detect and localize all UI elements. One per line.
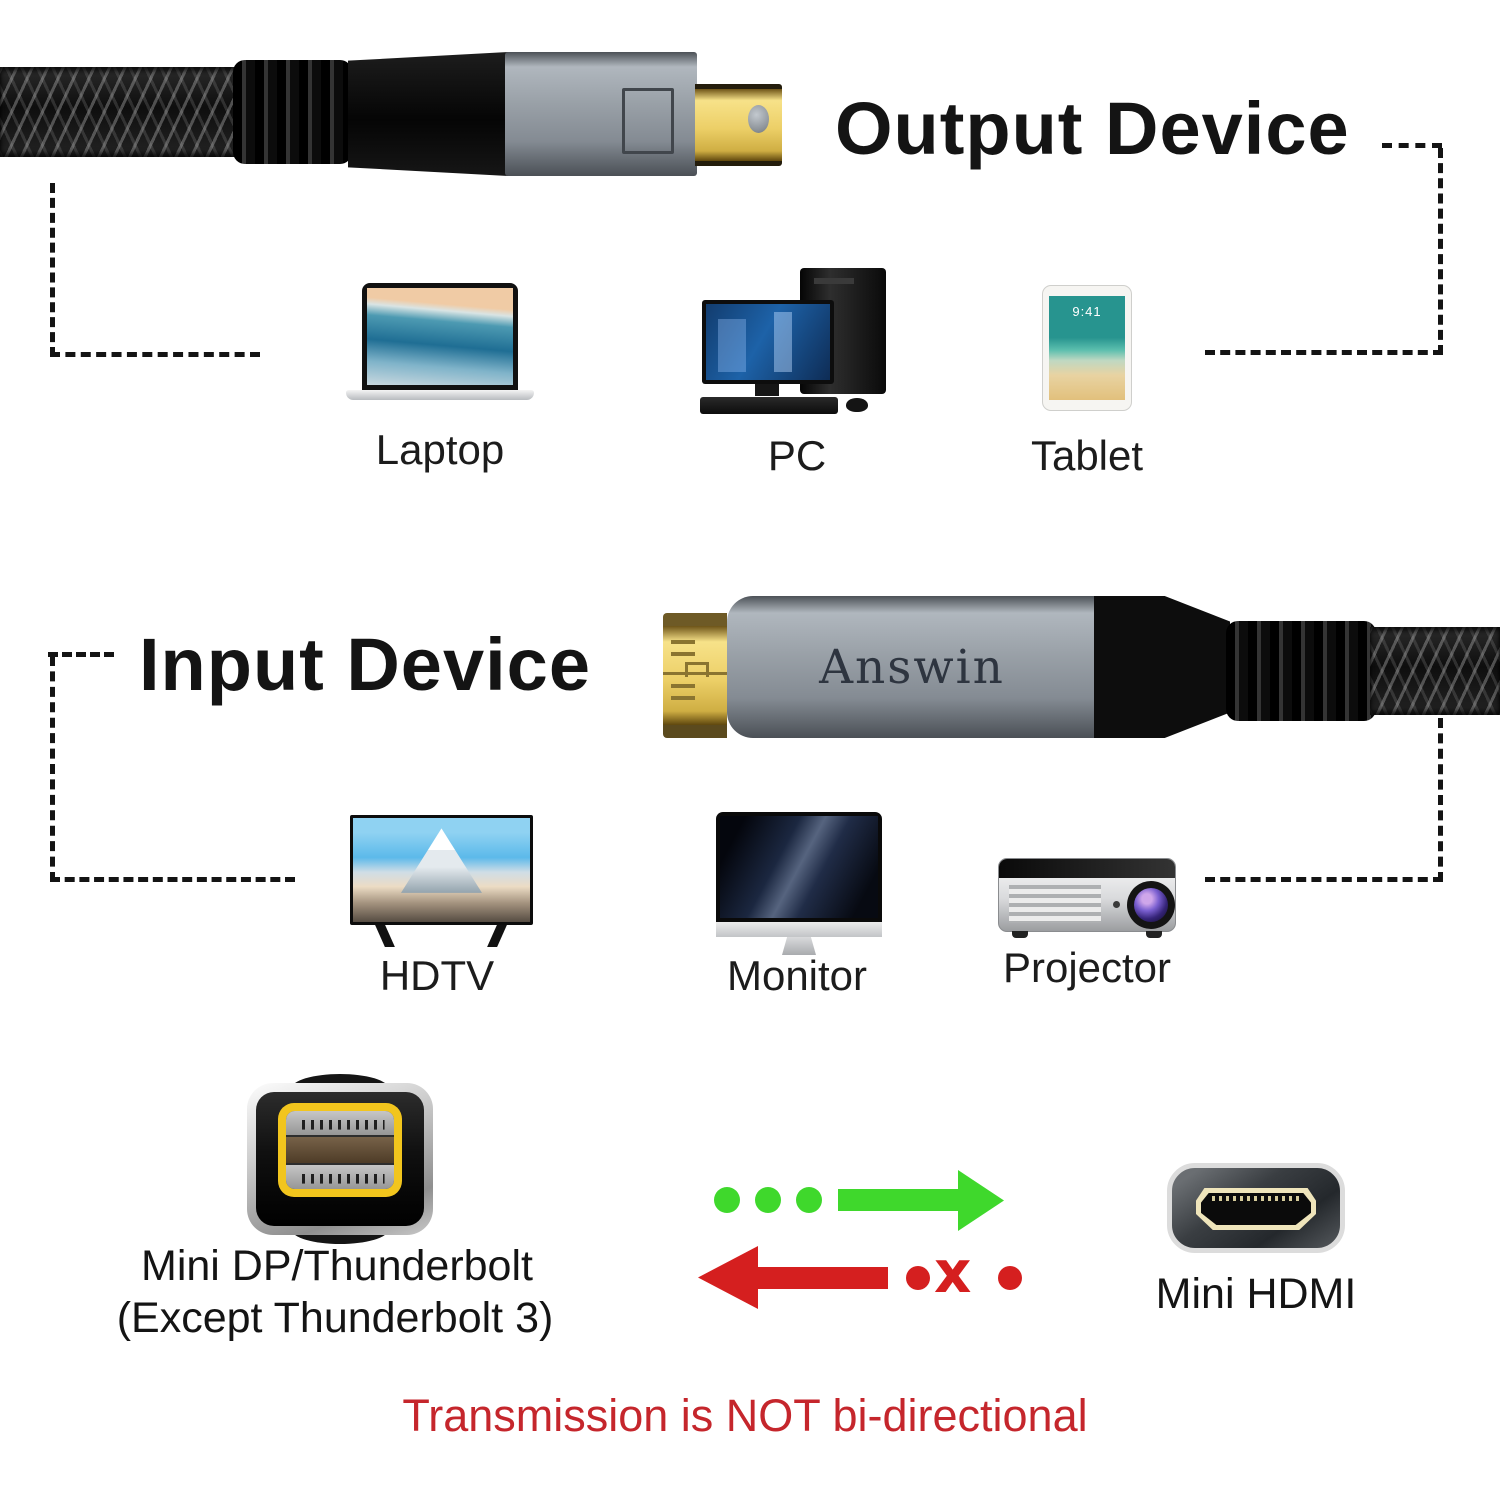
plug-contact-mark (671, 652, 695, 656)
output-dashed-tick (1382, 143, 1442, 148)
plug-contact-mark (671, 696, 695, 700)
pc-mouse (846, 398, 868, 412)
laptop-base (346, 390, 534, 400)
blocked-x-mark: x (934, 1238, 972, 1306)
mini-hdmi-plug-body (727, 596, 1097, 738)
input-dashed-tick (48, 652, 114, 657)
green-arrow-shaft (838, 1189, 962, 1211)
green-dot-icon (755, 1187, 781, 1213)
monitor-image (716, 812, 882, 922)
red-arrow-shaft (752, 1267, 888, 1289)
pc-wallpaper (706, 304, 830, 380)
mini-dp-label-line1: Mini DP/Thunderbolt (141, 1242, 533, 1290)
green-dot-icon (796, 1187, 822, 1213)
mid-cable-boot (1094, 596, 1230, 738)
green-arrow-right-icon (958, 1170, 1004, 1231)
mini-dp-plug-gold-tip (695, 84, 782, 166)
hdtv-leg (375, 925, 395, 947)
mini-dp-tongue (286, 1137, 394, 1163)
mid-cable-strain-relief (1226, 621, 1376, 721)
top-cable-boot (348, 52, 508, 176)
plug-contact-mark (671, 684, 695, 688)
mini-dp-pin-row (286, 1111, 394, 1135)
red-dot-icon (906, 1266, 930, 1290)
pc-label: PC (767, 432, 827, 479)
red-dot-icon (998, 1266, 1022, 1290)
mini-hdmi-pin-row (1212, 1196, 1300, 1201)
monitor-wallpaper (720, 816, 878, 918)
warning-text: Transmission is NOT bi-directional (402, 1390, 1088, 1441)
mini-dp-plug-oval-hole (748, 105, 769, 133)
pc-monitor-image (702, 300, 834, 384)
brand-text: Answin (819, 639, 1005, 695)
pc-monitor-stand (755, 384, 779, 396)
plug-contact-mark (671, 640, 695, 644)
mini-dp-plug-slot (622, 88, 674, 154)
projector-foot (1012, 931, 1028, 938)
mini-hdmi-socket (1196, 1188, 1316, 1230)
projector-image (998, 858, 1176, 932)
mid-cable-braid (1370, 627, 1500, 715)
mini-dp-socket-inner (286, 1111, 394, 1189)
mountain-graphic (400, 828, 482, 893)
mini-hdmi-label: Mini HDMI (1155, 1270, 1357, 1318)
hdtv-label: HDTV (379, 952, 495, 999)
red-arrow-left-icon (698, 1246, 758, 1309)
output-device-title: Output Device (835, 87, 1350, 170)
projector-label: Projector (1002, 944, 1172, 991)
mini-dp-label-line2: (Except Thunderbolt 3) (116, 1294, 554, 1342)
mini-dp-port-icon (247, 1074, 433, 1244)
mini-hdmi-port-icon (1167, 1163, 1345, 1253)
hdtv-image (350, 815, 533, 925)
projector-grille (1009, 885, 1101, 923)
input-dashed-bracket-right (1205, 718, 1443, 882)
tablet-clock: 9:41 (1072, 304, 1102, 319)
hdtv-leg (487, 925, 507, 947)
top-cable-braid (0, 67, 240, 157)
mini-hdmi-plug-gold-tip (663, 613, 727, 738)
tablet-wallpaper: 9:41 (1049, 296, 1125, 400)
input-dashed-bracket-left (50, 656, 295, 882)
laptop-wallpaper (367, 288, 513, 385)
plug-key-line (663, 672, 727, 675)
tablet-image: 9:41 (1042, 285, 1132, 411)
monitor-label: Monitor (726, 952, 868, 999)
projector-top-band (999, 859, 1175, 878)
hdtv-wallpaper (353, 818, 530, 922)
monitor-chin (716, 922, 882, 937)
monitor-stand (782, 937, 816, 955)
laptop-label: Laptop (375, 426, 505, 473)
mini-dp-pin-row (286, 1165, 394, 1189)
output-dashed-bracket-right (1205, 148, 1443, 355)
projector-indicator (1113, 901, 1120, 908)
top-cable-strain-relief (233, 60, 352, 164)
tablet-label: Tablet (1030, 432, 1144, 479)
green-dot-icon (714, 1187, 740, 1213)
laptop-image (362, 283, 518, 390)
pc-keyboard (700, 397, 838, 414)
mini-dp-socket (278, 1103, 402, 1197)
output-dashed-bracket-left (50, 183, 260, 357)
mini-dp-plug-body (505, 52, 697, 176)
projector-lens (1127, 881, 1175, 929)
plug-key-notch (685, 662, 709, 677)
input-device-title: Input Device (139, 623, 591, 706)
projector-foot (1146, 931, 1162, 938)
